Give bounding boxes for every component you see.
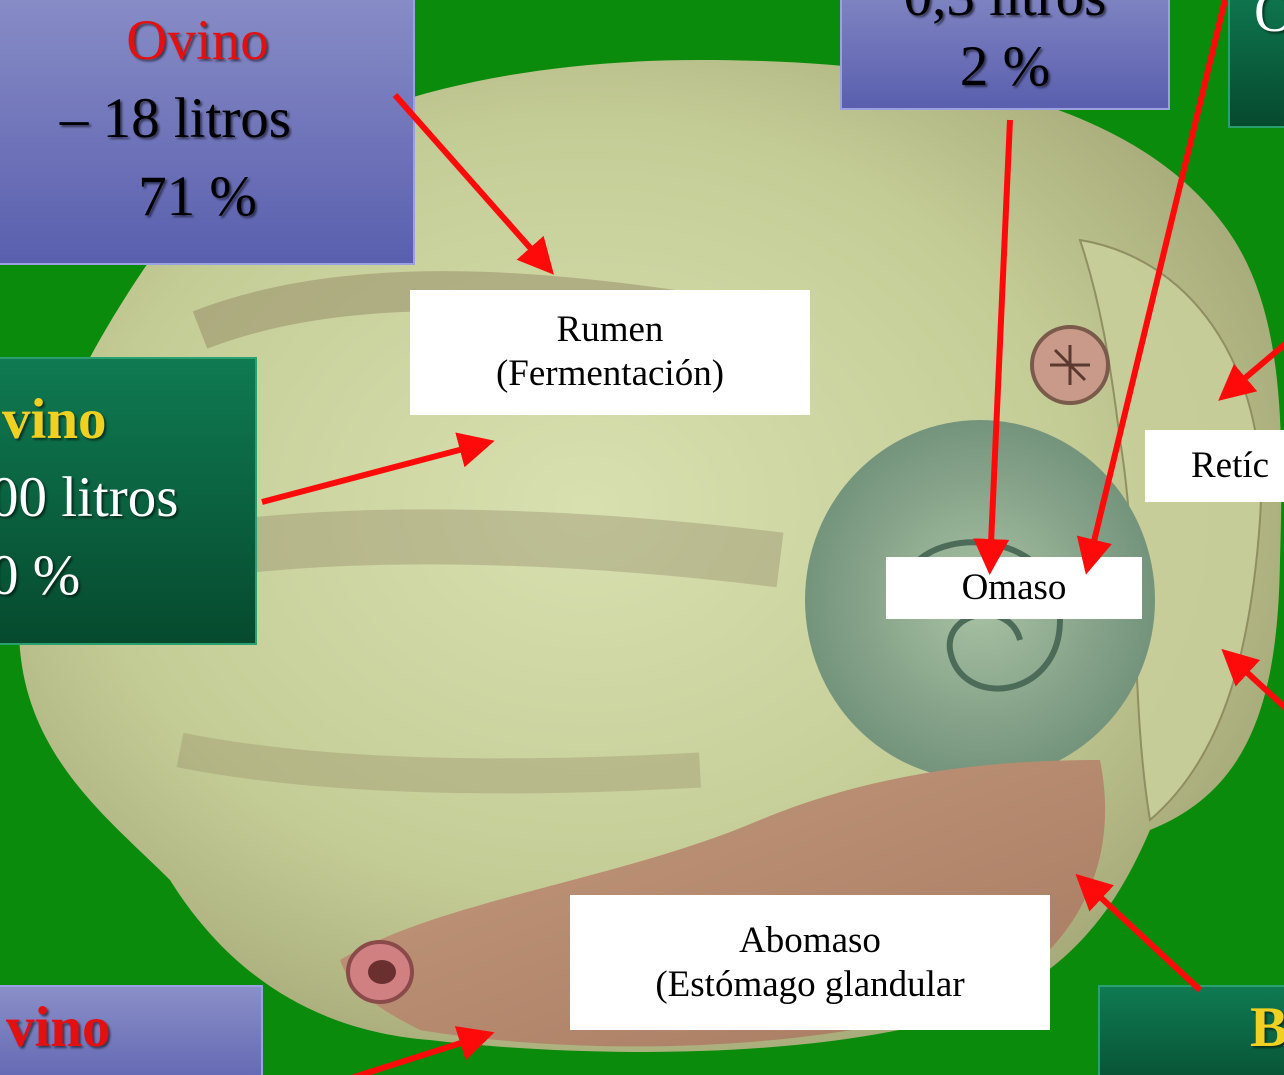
- volume-label: – 18 litros: [59, 87, 291, 150]
- volume-label: 0,3 litros: [842, 0, 1168, 36]
- abomaso-label: Abomaso (Estómago glandular: [570, 895, 1050, 1030]
- percent-label: 0 %: [0, 544, 81, 607]
- species-label: B: [1250, 996, 1284, 1059]
- percent-label: 71 %: [138, 165, 257, 228]
- rumen-fold: [176, 732, 701, 794]
- reticulo-name: Retíc: [1191, 445, 1270, 486]
- bovino-rumen-box: vino 00 litros 0 %: [0, 357, 257, 645]
- abomaso-name: Abomaso: [739, 920, 881, 961]
- species-label: vino: [6, 996, 111, 1059]
- bottom-right-box: B: [1098, 985, 1284, 1075]
- rumen-name: Rumen: [556, 309, 664, 350]
- percent-label: 2 %: [959, 35, 1051, 98]
- esophagus-detail: [1050, 345, 1090, 385]
- ovino-rumen-box: Ovino – 18 litros 71 %: [0, 0, 415, 265]
- reticulo-label: Retíc: [1145, 430, 1284, 502]
- top-right-box: O: [1228, 0, 1284, 128]
- pylorus-inner: [368, 960, 396, 984]
- species-label: Ovino: [126, 9, 269, 72]
- rumen-label: Rumen (Fermentación): [410, 290, 810, 415]
- omaso-name: Omaso: [961, 567, 1067, 608]
- rumen-function: (Fermentación): [495, 353, 725, 394]
- bottom-left-box: vino: [0, 985, 263, 1075]
- omaso-volume-box: 0,3 litros 2 %: [840, 0, 1170, 110]
- abomaso-function: (Estómago glandular: [655, 964, 965, 1005]
- omaso-label: Omaso: [886, 557, 1142, 619]
- species-label: vino: [2, 388, 107, 451]
- box-text: O: [1254, 0, 1284, 44]
- volume-label: 00 litros: [0, 466, 179, 529]
